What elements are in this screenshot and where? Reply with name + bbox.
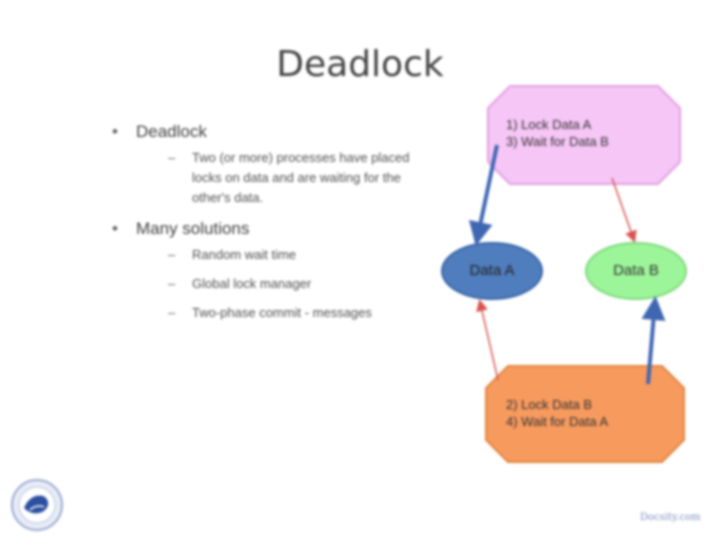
sub-bullet-definition: Two (or more) processes have placed lock…: [136, 148, 442, 208]
sub-bullet-global-lock-manager: Global lock manager: [136, 274, 442, 294]
process-1-line-2: 3) Wait for Data B: [506, 134, 609, 149]
data-b-label: Data B: [613, 262, 659, 279]
wait-arrow-a: [476, 299, 499, 381]
data-b-node: [585, 242, 687, 300]
lock-arrow-a: [468, 144, 499, 246]
sub-bullet-random-wait: Random wait time: [136, 245, 442, 265]
process-2-node: [485, 365, 685, 463]
process-2-text: 2) Lock Data B 4) Wait for Data A: [506, 396, 608, 430]
slide-title: Deadlock: [276, 44, 444, 85]
bullet-list: Deadlock Two (or more) processes have pl…: [112, 120, 472, 332]
bullet-label: Deadlock: [136, 122, 207, 141]
wait-arrow-b: [611, 177, 637, 243]
footer-watermark: Docsity.com: [640, 512, 701, 523]
bullet-many-solutions: Many solutions Random wait time Global l…: [112, 217, 472, 323]
university-seal-logo: [11, 479, 63, 531]
process-2-line-1: 2) Lock Data B: [506, 397, 592, 412]
process-2-line-2: 4) Wait for Data A: [506, 414, 609, 429]
data-a-label: Data A: [469, 262, 515, 279]
sub-bullet-list: Random wait time Global lock manager Two…: [136, 245, 472, 323]
lock-arrow-b: [641, 296, 666, 385]
bullet-deadlock: Deadlock Two (or more) processes have pl…: [112, 120, 472, 208]
process-1-line-1: 1) Lock Data A: [506, 117, 592, 132]
bullet-label: Many solutions: [136, 219, 250, 238]
sub-bullet-list: Two (or more) processes have placed lock…: [136, 148, 472, 208]
process-1-node: [487, 85, 681, 185]
sub-bullet-two-phase-commit: Two-phase commit - messages: [136, 303, 442, 323]
process-1-text: 1) Lock Data A 3) Wait for Data B: [506, 116, 609, 150]
